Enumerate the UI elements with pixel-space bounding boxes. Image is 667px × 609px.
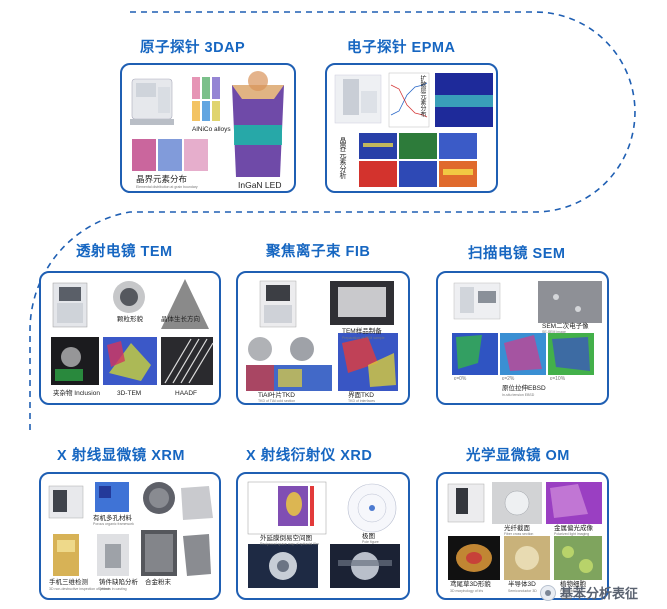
brand-logo-icon — [540, 584, 556, 601]
xrd-images — [247, 481, 400, 588]
xrd-panel: 外延膜倒易空间图 Reciprocal space map of epitaxi… — [236, 472, 410, 600]
om-caption-bio: 鸢尾草3D形貌 — [450, 581, 491, 588]
apt-title: 原子探针 3DAP — [140, 40, 246, 56]
xrm-caption-phone-sub: 3D non-destructive inspection of phone — [49, 587, 110, 591]
sem-title: 扫描电镜 SEM — [468, 246, 566, 262]
om-caption-fibre: 植物细胞 — [560, 581, 586, 588]
xrm-caption-alloy: 合金粉末 — [145, 579, 171, 586]
xrm-panel: 有机多孔材料 Porous organic framework 手机三维检测 3… — [39, 472, 221, 600]
brand-name: 基苯分析表征 — [560, 586, 639, 601]
sem-images — [452, 281, 602, 375]
xrm-caption-porous-sub: Porous organic framework — [93, 522, 134, 526]
xrd-caption-diffraction-sub: Reciprocal space map of epitaxial film — [260, 542, 319, 546]
xrd-caption-pole-sub: Pole figure — [362, 540, 379, 544]
fib-caption-sample-sub: Preparation of TEM sample — [342, 336, 385, 340]
sem-panel: SEM二次电子像 SE-SEM image ε=0% ε=2% ε=10% 原位… — [436, 271, 609, 405]
xrm-caption-pressure: 铸件缺陷分析 — [99, 579, 138, 586]
sem-caption-se: SEM二次电子像 — [542, 323, 589, 330]
tem-images — [51, 279, 214, 385]
tem-caption-direction: 晶体生长方向 — [161, 316, 200, 323]
sem-caption-se-sub: SE-SEM image — [542, 330, 566, 334]
sem-caption-p2: ε=2% — [502, 376, 515, 382]
fib-title: 聚焦离子束 FIB — [266, 244, 371, 260]
apt-panel: AlNiCo alloys 晶界元素分布 Elemental distribut… — [120, 63, 296, 193]
xrm-images — [48, 482, 213, 576]
epma-images — [334, 72, 493, 187]
om-caption-crystal-sub: Fiber cross section — [504, 532, 534, 536]
fib-images — [246, 280, 398, 391]
om-panel: 光纤截面 Fiber cross section 金属偏光成像 Polarize… — [436, 472, 609, 600]
apt-caption-led: InGaN LED — [238, 180, 282, 190]
tem-caption-inclusion: 夹杂物 Inclusion — [53, 390, 100, 397]
xrm-caption-pressure-sub: Defects in casting — [99, 587, 127, 591]
tem-caption-haadf: HAADF — [175, 390, 198, 397]
om-images — [447, 482, 602, 580]
tem-panel: 颗粒形貌 晶体生长方向 夹杂物 Inclusion 3D-TEM HAADF — [39, 271, 221, 405]
sem-caption-ebsd-sub: In-situ tension EBSD — [502, 393, 535, 397]
xrm-caption-phone: 手机三维检测 — [49, 579, 88, 586]
apt-caption-grain: 晶界元素分布 — [136, 174, 188, 184]
om-caption-cell-sub: Semiconductor 3D — [508, 589, 537, 593]
epma-title: 电子探针 EPMA — [347, 40, 456, 56]
xrd-caption-pole: 极图 — [362, 533, 375, 540]
om-caption-crystal: 光纤截面 — [504, 525, 530, 532]
apt-caption-grain-sub: Elemental distribution at grain boundary — [136, 185, 198, 189]
tem-caption-shape: 颗粒形貌 — [117, 316, 143, 323]
fib-caption-tkd2: 界面TKD — [348, 392, 374, 399]
xrm-caption-porous: 有机多孔材料 — [93, 515, 132, 522]
fib-panel: TEM样品制备 Preparation of TEM sample TiAl叶片… — [236, 271, 410, 405]
brand-watermark: 基苯分析表征 — [540, 583, 638, 602]
sem-caption-p3: ε=10% — [550, 376, 566, 382]
tem-caption-3dtem: 3D-TEM — [117, 390, 142, 397]
epma-caption-distribution: 扩散层元素分布 — [419, 75, 425, 117]
tem-title: 透射电镜 TEM — [76, 244, 173, 260]
fib-caption-sample: TEM样品制备 — [342, 328, 382, 335]
xrd-caption-diffraction: 外延膜倒易空间图 — [260, 535, 312, 542]
sem-caption-p1: ε=0% — [454, 376, 467, 382]
om-caption-bio-sub: 3D morphology of iris — [450, 589, 484, 593]
apt-caption-alloy: AlNiCo alloys — [192, 126, 231, 133]
epma-caption-mapping: 晶界元素分析 — [339, 137, 346, 179]
om-caption-polar-sub: Polarized light imaging — [554, 532, 590, 536]
fib-caption-tkd-sub: TKD of TiAl cold section — [258, 399, 296, 403]
sem-caption-ebsd: 原位拉伸EBSD — [502, 385, 546, 392]
xrd-title: X 射线衍射仪 XRD — [246, 448, 373, 464]
om-caption-fibre-sub: Plant cells — [560, 589, 576, 593]
om-title: 光学显微镜 OM — [466, 448, 570, 464]
om-caption-cell: 半导体3D — [508, 581, 536, 588]
apt-images — [130, 71, 284, 177]
fib-caption-tkd: TiAl叶片TKD — [258, 392, 295, 399]
om-caption-polar: 金属偏光成像 — [554, 525, 593, 532]
epma-panel: 扩散层元素分布 晶界元素分析 — [325, 63, 498, 193]
fib-caption-tkd2-sub: TKD of interfaces — [348, 399, 376, 403]
xrm-title: X 射线显微镜 XRM — [57, 448, 185, 464]
